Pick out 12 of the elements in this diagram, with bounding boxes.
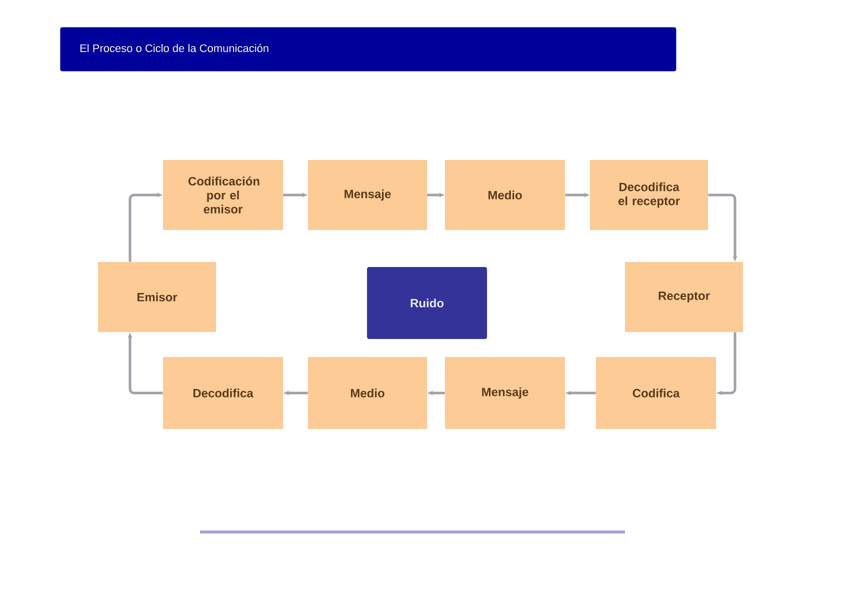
process-box: Medio — [445, 160, 565, 230]
process-box: Emisor — [98, 262, 216, 332]
process-box: Receptor — [625, 262, 743, 332]
process-box: Codificación por el emisor — [163, 160, 283, 230]
noise-box: Ruido — [367, 267, 487, 339]
process-box: Decodifica el receptor — [590, 160, 708, 230]
title-bar: El Proceso o Ciclo de la Comunicación — [60, 27, 676, 72]
process-box: Mensaje — [308, 160, 427, 230]
process-box: Mensaje — [445, 357, 565, 429]
process-box: Codifica — [596, 357, 716, 429]
process-box: Medio — [308, 357, 427, 429]
process-box: Decodifica — [163, 357, 283, 429]
